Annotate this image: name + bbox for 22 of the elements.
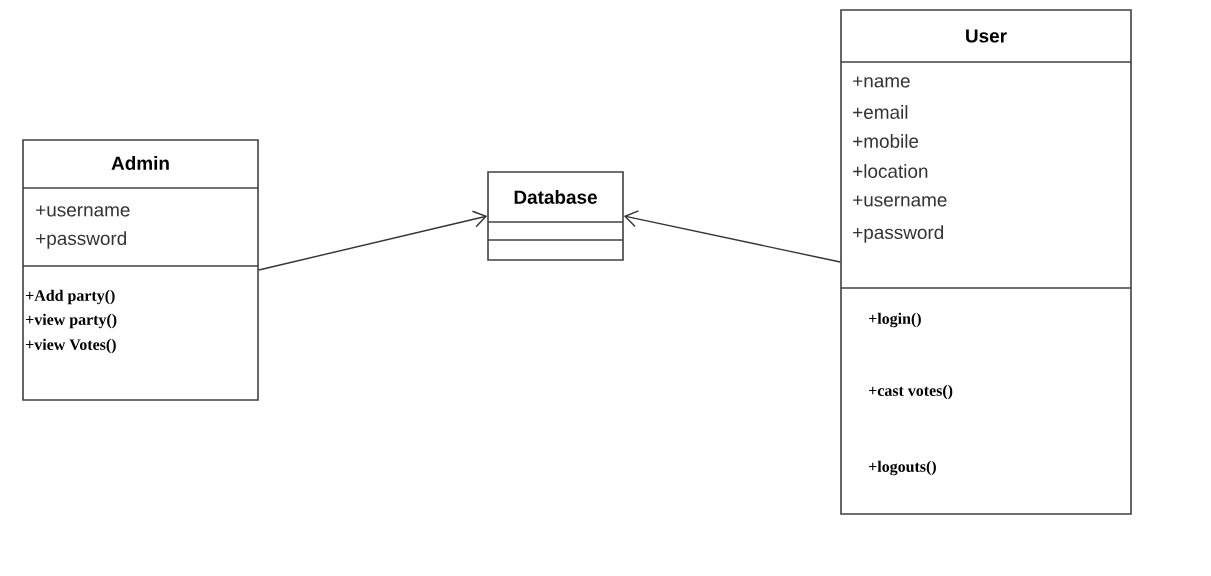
arrow [258, 210, 488, 271]
arrow [623, 210, 841, 263]
method-text: +Add party() [26, 289, 115, 305]
method-text: +cast votes() [869, 384, 953, 400]
attribute-text: +password [853, 225, 944, 243]
attribute-text: +password [36, 231, 127, 249]
attribute-text: +username [853, 195, 947, 207]
attribute-text: +mobile [853, 134, 919, 148]
attribute-text: +name [853, 76, 910, 88]
class-name: Admin [111, 156, 169, 170]
attribute-text: +email [853, 105, 908, 119]
class-name: User [966, 29, 1007, 43]
attribute-text: +username [36, 205, 130, 217]
method-text: +logouts() [869, 460, 936, 476]
method-text: +login() [869, 312, 921, 328]
class-box [22, 139, 259, 401]
method-text: +view party() [26, 313, 117, 329]
class-box [487, 171, 624, 261]
class-name: Database [514, 190, 597, 204]
class-box [840, 9, 1132, 515]
method-text: +view Votes() [26, 338, 116, 354]
attribute-text: +location [853, 164, 928, 178]
